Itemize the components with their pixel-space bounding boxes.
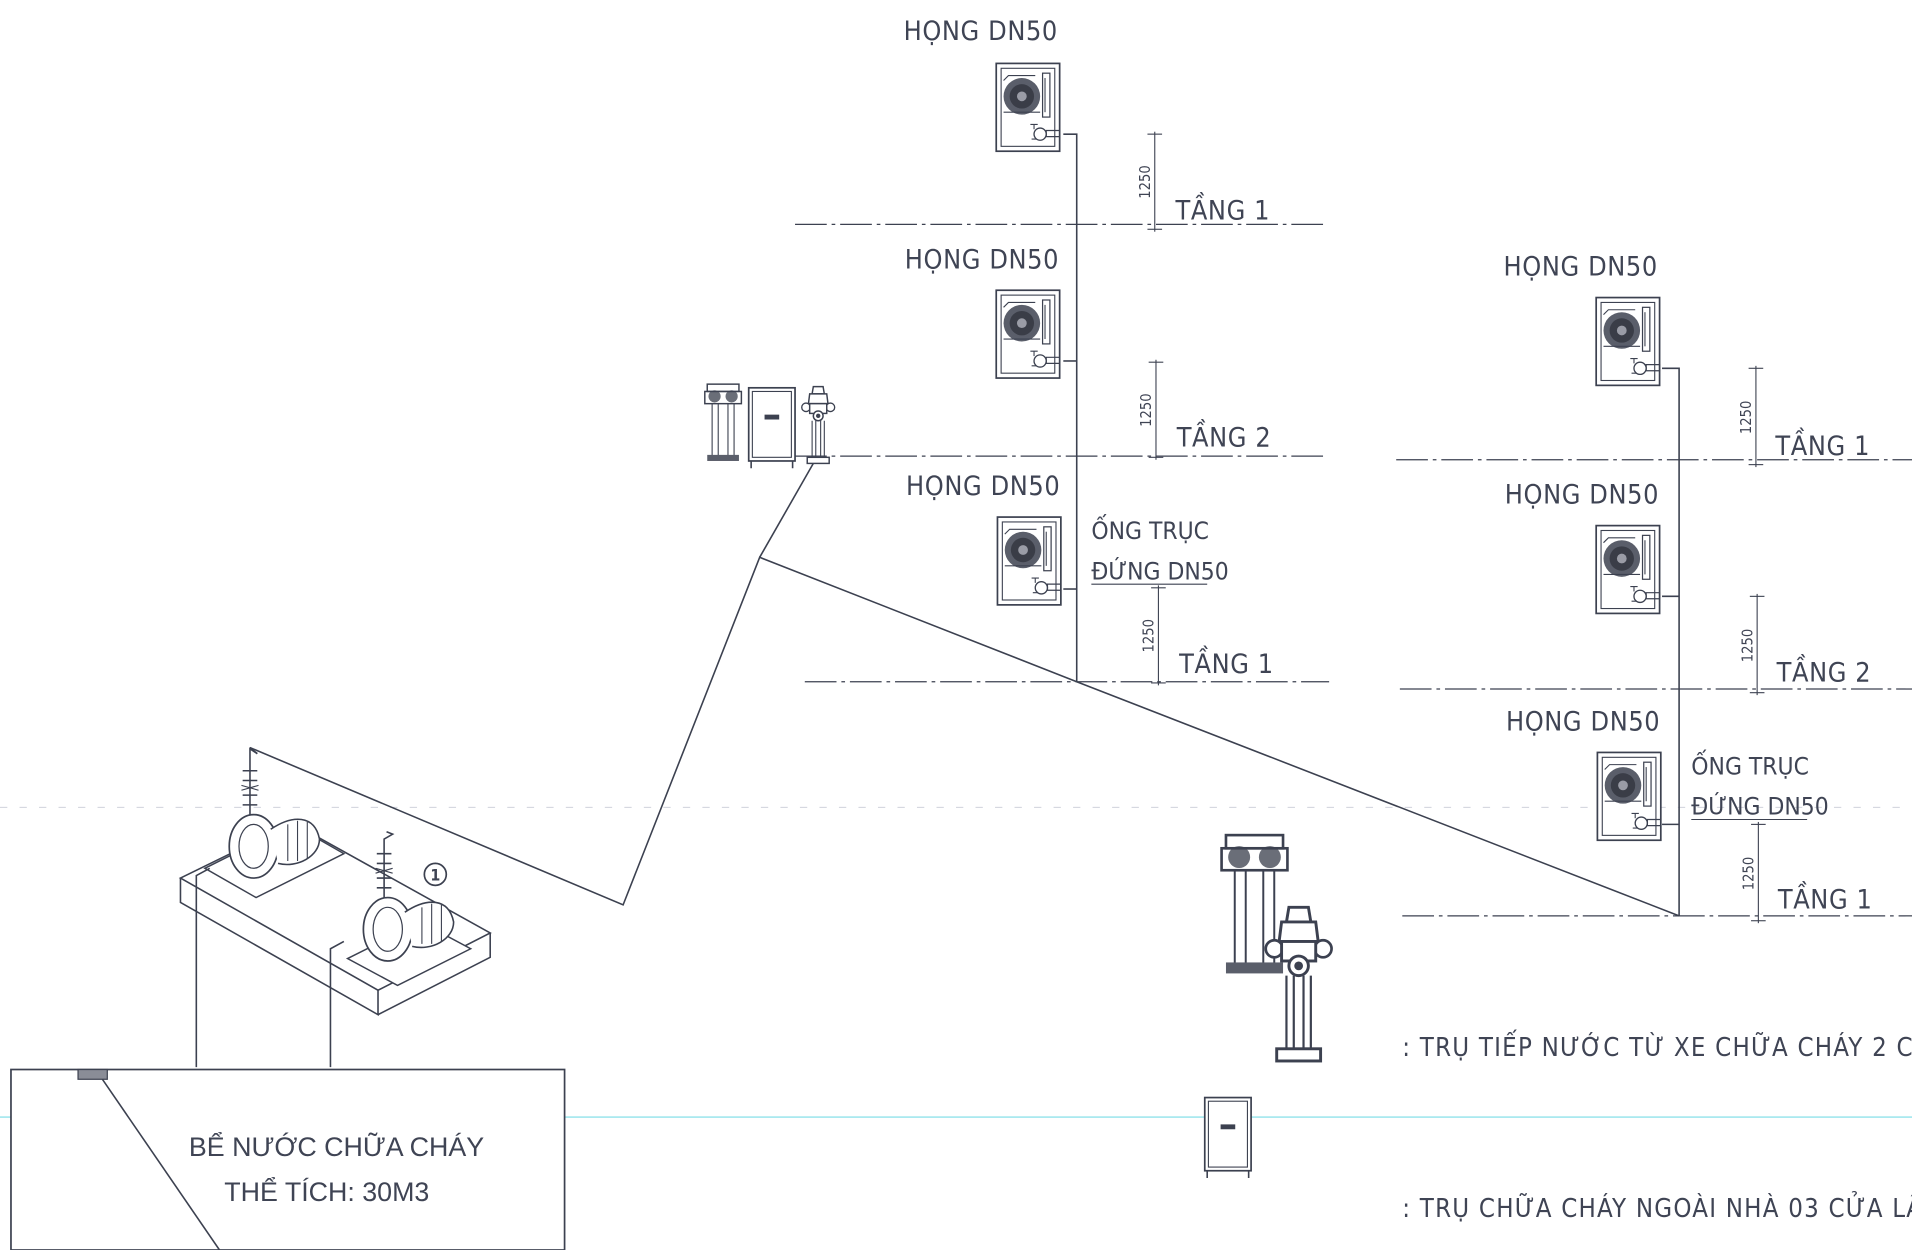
cabinet-label: HỌNG DN50 xyxy=(905,244,1059,275)
dimension-marker: 1250 xyxy=(1739,593,1765,696)
siamese-connection-icon xyxy=(704,383,743,462)
main-pipe xyxy=(249,463,1680,917)
pump-station: 1 xyxy=(178,746,492,1068)
dimension-marker: 1250 xyxy=(1740,821,1766,924)
riser-column-left: HỌNG DN50 HỌNG DN50 HỌNG DN50 1250 1250 … xyxy=(795,16,1330,686)
hose-cabinet xyxy=(995,62,1061,153)
riser-column-right: HỌNG DN50 HỌNG DN50 HỌNG DN50 1250 1250 … xyxy=(1396,252,1912,924)
riser-pipe xyxy=(1063,133,1078,682)
riser-label: ỐNG TRỤC xyxy=(1691,748,1809,780)
cabinet-label: HỌNG DN50 xyxy=(904,16,1058,47)
fire-hydrant-icon xyxy=(801,385,836,465)
hose-cabinet xyxy=(1596,751,1662,842)
legend: : TRỤ TIẾP NƯỚC TỪ XE CHỮA CHÁY 2 CỬA : … xyxy=(1203,833,1912,1224)
svg-text:1250: 1250 xyxy=(1138,393,1155,426)
riser-label: ĐỨNG DN50 xyxy=(1691,791,1828,821)
fire-cabinet-icon xyxy=(747,386,796,470)
dimension-marker: 1250 xyxy=(1138,359,1164,460)
riser-pipe xyxy=(1662,367,1680,916)
hose-cabinet xyxy=(1595,524,1661,615)
floor-label: TẦNG 1 xyxy=(1777,881,1873,916)
pump-number: 1 xyxy=(430,865,440,884)
hose-cabinet xyxy=(996,516,1062,606)
legend-siamese-text: : TRỤ TIẾP NƯỚC TỪ XE CHỮA CHÁY 2 CỬA xyxy=(1402,1030,1912,1063)
cabinet-label: HỌNG DN50 xyxy=(1504,252,1658,283)
svg-text:1250: 1250 xyxy=(1740,857,1757,890)
svg-text:1250: 1250 xyxy=(1738,401,1755,434)
cabinet-label: HỌNG DN50 xyxy=(1506,706,1660,737)
riser-label: ỐNG TRỤC xyxy=(1091,513,1209,545)
svg-text:1250: 1250 xyxy=(1141,619,1158,652)
legend-hydrant-icon xyxy=(1264,905,1334,1063)
pump-number-badge xyxy=(423,862,448,887)
cabinet-label: HỌNG DN50 xyxy=(1505,480,1659,511)
floor-label: TẦNG 1 xyxy=(1774,427,1870,462)
svg-text:1250: 1250 xyxy=(1137,165,1154,198)
floor-label: TẦNG 1 xyxy=(1174,192,1270,227)
svg-text:1250: 1250 xyxy=(1739,629,1756,662)
floor-label: TẦNG 1 xyxy=(1178,645,1274,680)
fire-water-tank: BỂ NƯỚC CHỮA CHÁY THỂ TÍCH: 30M3 xyxy=(10,1068,566,1250)
dimension-marker: 1250 xyxy=(1141,585,1166,686)
riser-label: ĐỨNG DN50 xyxy=(1091,555,1228,585)
hose-cabinet xyxy=(1595,296,1661,387)
floor-label: TẦNG 2 xyxy=(1776,654,1872,689)
dimension-marker: 1250 xyxy=(1738,365,1764,468)
hose-cabinet xyxy=(995,289,1061,379)
legend-hydrant-text: : TRỤ CHỮA CHÁY NGOÀI NHÀ 03 CỬA LẤY xyxy=(1402,1191,1912,1224)
cabinet-label: HỌNG DN50 xyxy=(906,471,1060,502)
legend-cabinet-icon xyxy=(1203,1096,1252,1179)
dimension-marker: 1250 xyxy=(1137,131,1163,232)
tank-title: BỂ NƯỚC CHỮA CHÁY xyxy=(189,1131,484,1162)
tank-capacity: THỂ TÍCH: 30M3 xyxy=(224,1176,429,1207)
floor-label: TẦNG 2 xyxy=(1176,418,1272,453)
